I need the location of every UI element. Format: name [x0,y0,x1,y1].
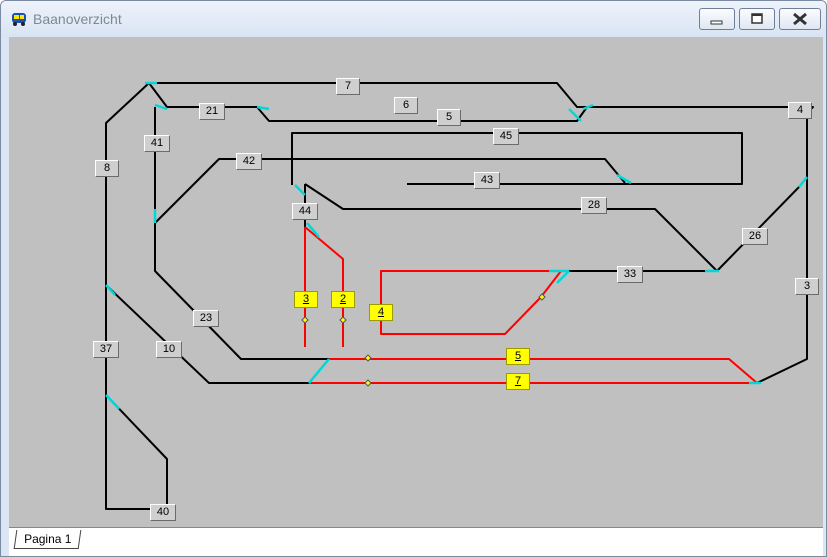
minimize-icon [710,20,723,25]
maximize-button[interactable] [739,8,775,30]
track-7 [149,82,814,114]
route-label-5[interactable]: 5 [506,348,530,365]
page-tab-bar: Pagina 1 [9,527,823,556]
block-label-37[interactable]: 37 [93,341,119,358]
signal-marker [301,316,309,324]
track-42 [154,158,626,224]
route-track-2 [304,226,344,347]
switch-marker [105,394,120,410]
route-label-4[interactable]: 4 [369,304,393,321]
signal-marker [364,379,372,387]
close-button[interactable] [779,8,821,30]
block-label-4[interactable]: 4 [788,102,812,119]
block-label-28[interactable]: 28 [581,197,607,214]
track-40 [105,394,168,509]
block-label-8[interactable]: 8 [95,160,119,177]
block-label-42[interactable]: 42 [236,153,262,170]
track-layout-canvas: 7 6 5 4 21 41 45 8 42 43 44 28 26 33 3 2… [9,37,823,527]
switch-marker [308,358,330,384]
signal-marker [364,354,372,362]
block-label-41[interactable]: 41 [144,135,170,152]
switch-marker [294,184,306,196]
switch-marker [556,270,570,284]
block-label-5[interactable]: 5 [437,109,461,126]
route-label-2[interactable]: 2 [331,291,355,308]
switch-marker [582,103,594,111]
block-label-45[interactable]: 45 [493,128,519,145]
block-label-23[interactable]: 23 [193,310,219,327]
title-bar[interactable]: Baanoverzicht [1,1,826,37]
switch-marker [154,103,168,111]
track-4 [105,113,808,384]
minimize-button[interactable] [699,8,735,30]
block-label-44[interactable]: 44 [292,203,318,220]
switch-marker [306,222,320,238]
train-app-icon [12,13,26,26]
tab-label: Pagina 1 [24,532,72,546]
block-label-26[interactable]: 26 [742,228,768,245]
signal-marker [538,293,546,301]
block-label-6[interactable]: 6 [394,97,418,114]
block-label-10[interactable]: 10 [156,341,182,358]
route-label-3[interactable]: 3 [294,291,318,308]
route-track-4 [380,270,562,335]
block-label-33[interactable]: 33 [617,266,643,283]
block-label-7[interactable]: 7 [336,78,360,95]
block-label-40[interactable]: 40 [150,504,176,521]
switch-marker [798,176,808,188]
route-track-5 [329,358,758,384]
switch-marker [616,173,632,185]
block-label-3[interactable]: 3 [795,278,819,295]
window-title: Baanoverzicht [33,11,122,27]
tab-pagina-1[interactable]: Pagina 1 [13,530,82,549]
track-8 [105,82,159,510]
switch-marker [256,105,270,111]
track-28 [304,183,800,272]
maximize-icon [751,13,763,24]
route-label-7[interactable]: 7 [506,373,530,390]
switch-marker [105,284,116,296]
signal-marker [339,316,347,324]
switch-marker [568,108,582,122]
block-label-21[interactable]: 21 [199,103,225,120]
close-icon [793,12,807,26]
block-label-43[interactable]: 43 [474,172,500,189]
